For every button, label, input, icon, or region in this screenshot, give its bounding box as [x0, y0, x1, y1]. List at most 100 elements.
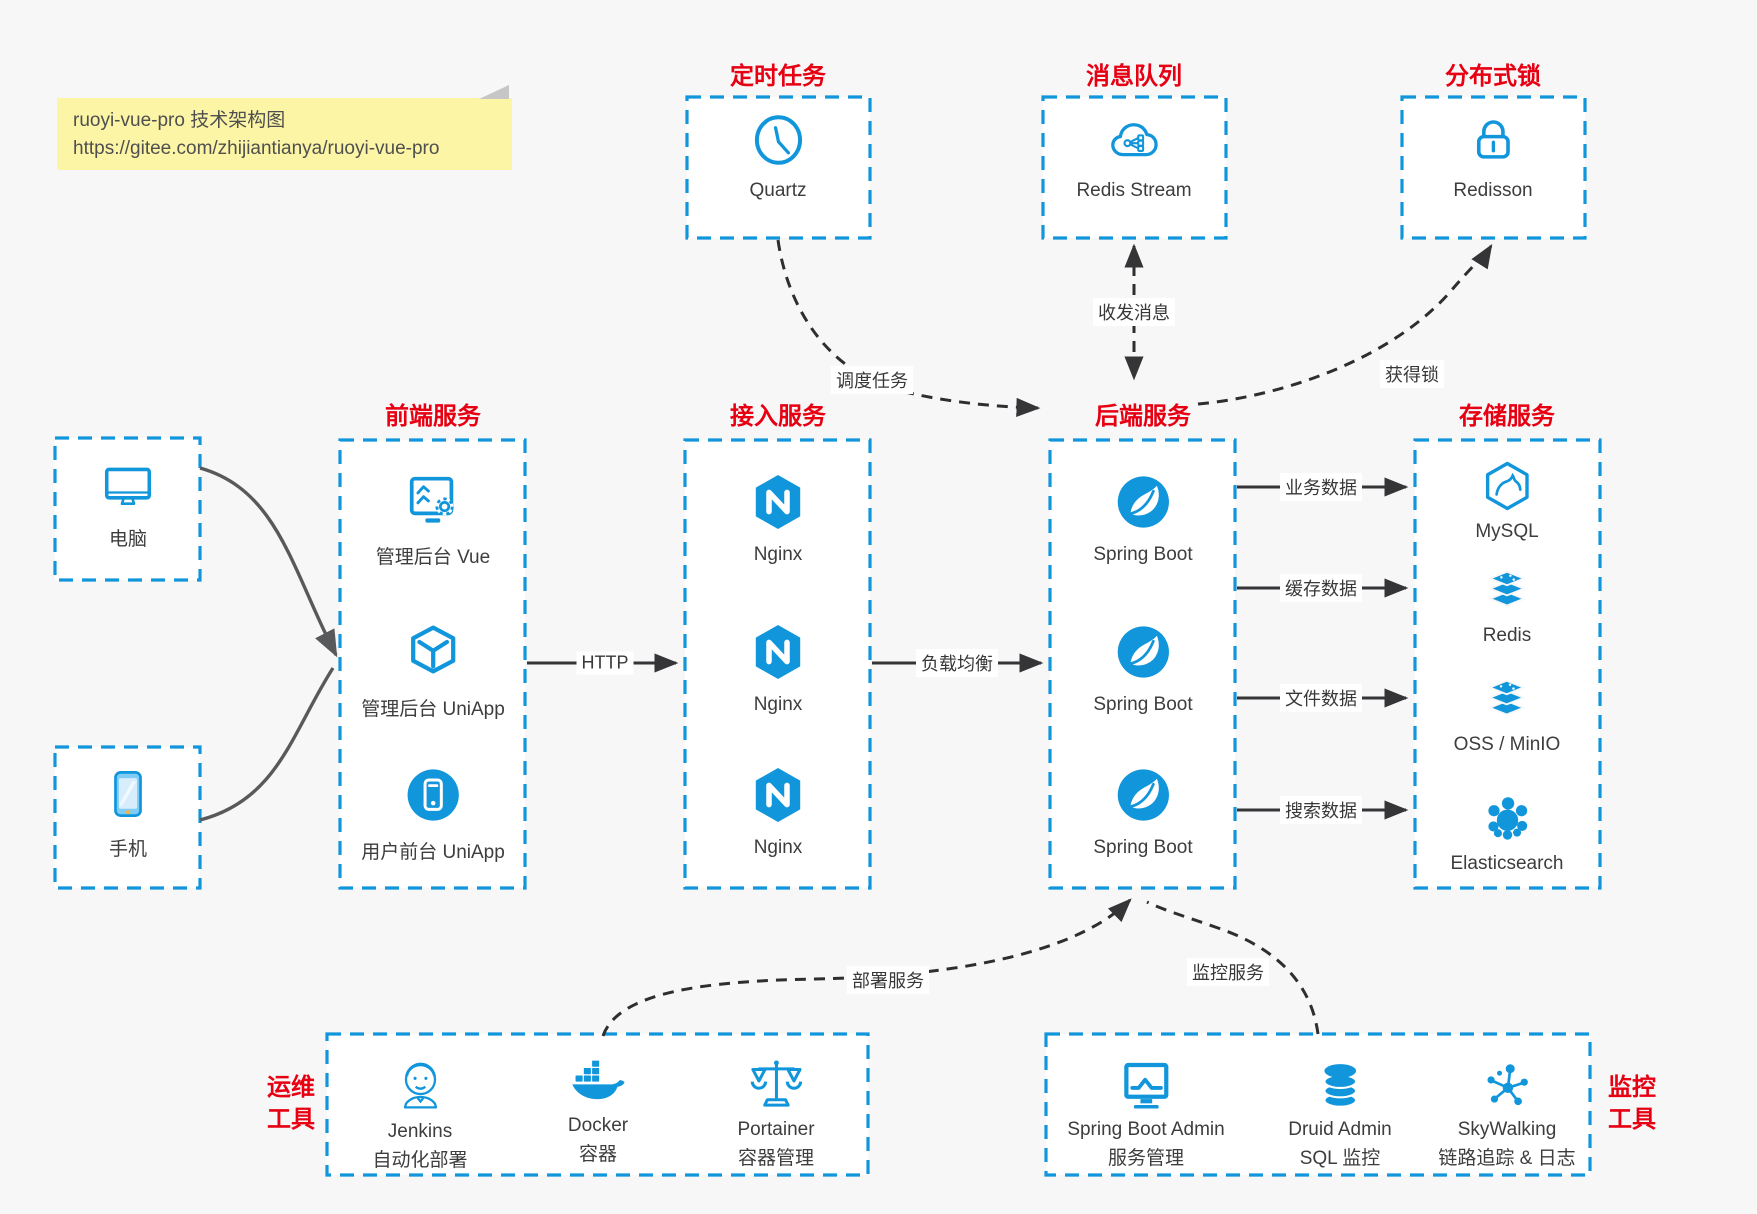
- node-redis-stream: Redis Stream: [1076, 112, 1192, 202]
- node-sublabel: SQL 监控: [1299, 1148, 1381, 1169]
- edge-label-file-data: 文件数据: [1280, 684, 1362, 712]
- node-nginx-3: Nginx: [749, 765, 807, 859]
- spring-boot-icon: [1113, 622, 1173, 682]
- monitoring-group-box: [1044, 1032, 1592, 1177]
- edge-label-acquire-lock: 获得锁: [1380, 360, 1444, 388]
- edge-label-deploy: 部署服务: [847, 966, 929, 994]
- node-nginx-1: Nginx: [749, 472, 807, 566]
- node-label: MySQL: [1475, 521, 1539, 542]
- node-label: Jenkins: [387, 1121, 453, 1142]
- redis-icon: [1480, 567, 1534, 617]
- group-title-scheduler: 定时任务: [730, 63, 826, 90]
- group-title-monitoring: 监控 工具: [1608, 1074, 1656, 1134]
- node-spring-boot-2: Spring Boot: [1093, 622, 1193, 716]
- sticky-note: ruoyi-vue-pro 技术架构图 https://gitee.com/zh…: [57, 85, 512, 170]
- node-skywalking: SkyWalking 链路追踪 & 日志: [1438, 1058, 1576, 1170]
- node-label: Docker: [567, 1115, 629, 1136]
- object-storage-icon: [1480, 676, 1534, 726]
- lock-icon: [1466, 112, 1520, 168]
- node-redis: Redis: [1480, 567, 1534, 647]
- group-title-backend: 后端服务: [1095, 403, 1191, 430]
- node-admin-vue: 管理后台 Vue: [376, 472, 490, 569]
- node-label: Druid Admin: [1288, 1119, 1392, 1140]
- admin-vue-icon: [402, 472, 464, 530]
- node-label: Portainer: [737, 1119, 815, 1140]
- group-title-storage: 存储服务: [1459, 403, 1555, 430]
- edge-label-schedule-task: 调度任务: [831, 366, 913, 394]
- node-pc-client: 电脑: [99, 460, 157, 551]
- node-spring-boot-admin: Spring Boot Admin 服务管理: [1067, 1058, 1225, 1170]
- node-sublabel: 服务管理: [1107, 1148, 1184, 1169]
- node-sublabel: 链路追踪 & 日志: [1438, 1148, 1576, 1169]
- node-sublabel: 自动化部署: [372, 1150, 468, 1171]
- node-spring-boot-1: Spring Boot: [1093, 472, 1193, 566]
- node-label: 电脑: [108, 529, 147, 550]
- group-title-mq: 消息队列: [1086, 63, 1182, 90]
- edge-label-search-data: 搜索数据: [1280, 796, 1362, 824]
- jenkins-icon: [391, 1056, 449, 1114]
- node-label: Spring Boot: [1093, 694, 1193, 715]
- pc-client-box: [53, 436, 202, 582]
- node-portainer: Portainer 容器管理: [737, 1056, 815, 1170]
- edge-label-http: HTTP: [576, 651, 634, 675]
- node-label: 用户前台 UniApp: [361, 842, 505, 863]
- smartphone-icon: [103, 766, 153, 822]
- node-phone-client: 手机: [103, 766, 153, 861]
- scheduler-group-box: [685, 95, 872, 240]
- nginx-icon: [749, 622, 807, 682]
- portainer-icon: [747, 1056, 805, 1112]
- node-label: 手机: [108, 839, 147, 860]
- node-object-storage: OSS / MinIO: [1454, 676, 1560, 756]
- group-title-frontend: 前端服务: [385, 403, 481, 430]
- node-user-uniapp: 用户前台 UniApp: [361, 765, 505, 864]
- nginx-icon: [749, 765, 807, 825]
- node-spring-boot-3: Spring Boot: [1093, 765, 1193, 859]
- clock-icon: [750, 112, 806, 168]
- node-label: 管理后台 Vue: [375, 547, 491, 568]
- node-label: Nginx: [753, 837, 803, 858]
- node-label: Redis: [1482, 625, 1532, 646]
- group-title-access: 接入服务: [730, 403, 826, 430]
- skywalking-icon: [1480, 1058, 1534, 1112]
- node-redisson: Redisson: [1453, 112, 1533, 202]
- node-mysql: MySQL: [1475, 459, 1539, 543]
- edge-label-business-data: 业务数据: [1280, 473, 1362, 501]
- node-sublabel: 容器管理: [737, 1148, 815, 1169]
- edge-label-cache-data: 缓存数据: [1280, 574, 1362, 602]
- node-quartz: Quartz: [749, 112, 807, 202]
- note-fold-corner: [479, 85, 509, 99]
- node-label: Redisson: [1453, 180, 1533, 201]
- node-label: Elasticsearch: [1450, 853, 1564, 874]
- edge-acquire-lock: [1197, 243, 1493, 406]
- node-label: Nginx: [753, 544, 803, 565]
- note-url: https://gitee.com/zhijiantianya/ruoyi-vu…: [73, 137, 440, 159]
- docker-icon: [567, 1056, 629, 1108]
- desktop-icon: [99, 460, 157, 512]
- edge-phone-to-frontend: [199, 667, 335, 822]
- mysql-icon: [1480, 459, 1534, 513]
- nginx-icon: [749, 472, 807, 532]
- node-admin-uniapp: 管理后台 UniApp: [361, 622, 505, 721]
- node-label: 管理后台 UniApp: [361, 699, 505, 720]
- spring-boot-icon: [1113, 472, 1173, 532]
- node-sublabel: 容器: [578, 1144, 617, 1165]
- spring-boot-admin-icon: [1116, 1058, 1176, 1112]
- group-title-lock: 分布式锁: [1445, 63, 1541, 90]
- phone-client-box: [53, 745, 202, 890]
- node-docker: Docker 容器: [567, 1056, 629, 1166]
- edge-label-load-balance: 负载均衡: [916, 649, 998, 677]
- node-label: Redis Stream: [1076, 180, 1192, 201]
- note-title: ruoyi-vue-pro 技术架构图: [73, 110, 286, 131]
- elasticsearch-icon: [1480, 791, 1534, 845]
- mq-group-box: [1041, 95, 1228, 240]
- node-label: Spring Boot: [1093, 837, 1193, 858]
- edge-label-message: 收发消息: [1093, 298, 1175, 326]
- node-druid-admin: Druid Admin SQL 监控: [1288, 1058, 1392, 1170]
- spring-boot-icon: [1113, 765, 1173, 825]
- node-label: SkyWalking: [1457, 1119, 1557, 1140]
- edge-pc-to-frontend: [199, 466, 338, 658]
- node-jenkins: Jenkins 自动化部署: [372, 1056, 468, 1172]
- node-nginx-2: Nginx: [749, 622, 807, 716]
- uniapp-cube-icon: [403, 622, 463, 682]
